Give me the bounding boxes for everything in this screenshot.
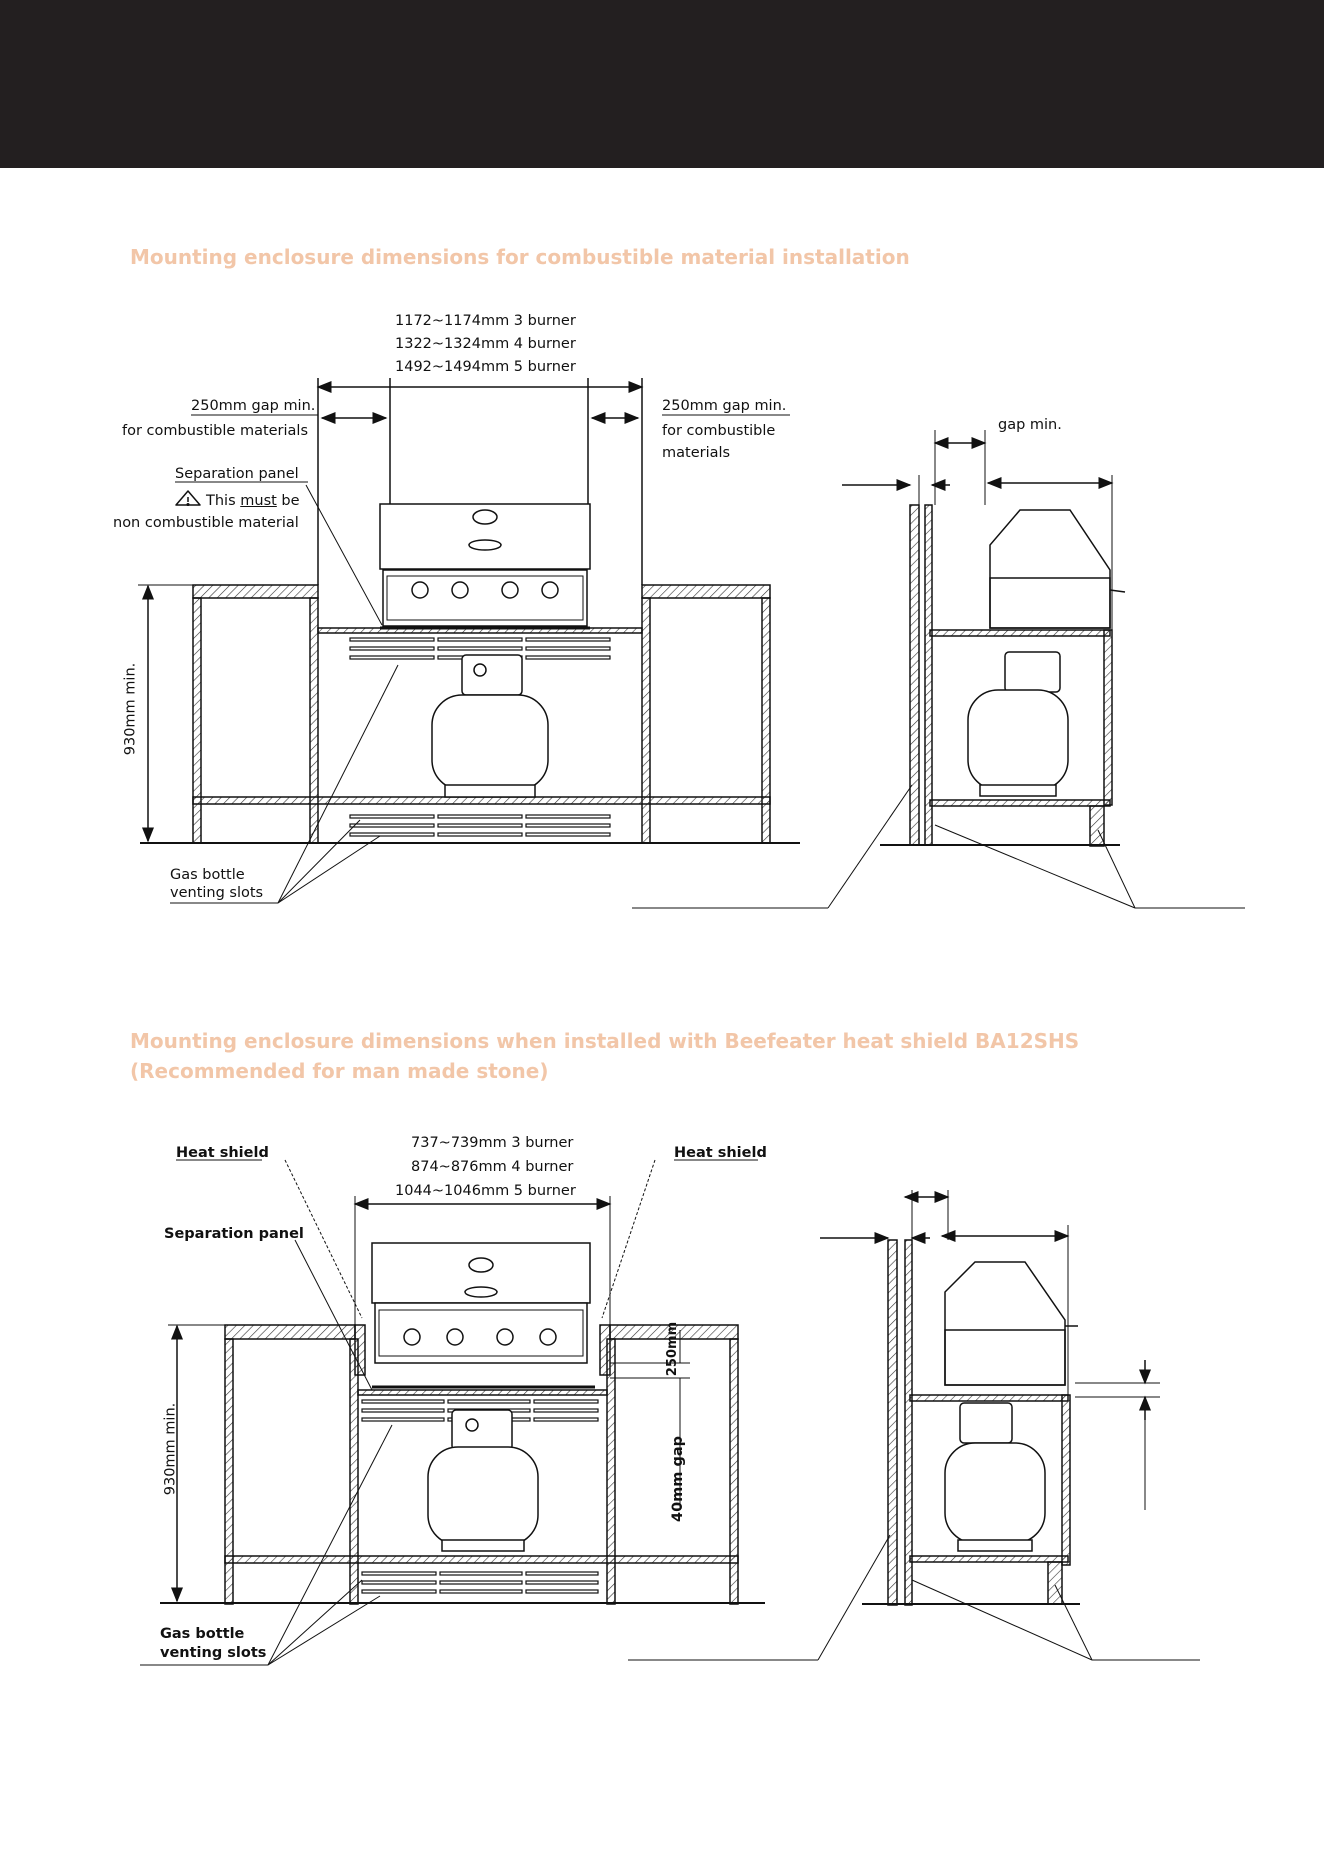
must-suffix: be xyxy=(276,493,300,509)
right-gap-sub2: materials xyxy=(662,445,731,461)
gas-bottle-1 xyxy=(431,654,549,798)
venting-label-1a: Gas bottle xyxy=(170,867,245,883)
right-gap-label: 250mm gap min. xyxy=(662,398,787,414)
left-gap-label: 250mm gap min. xyxy=(191,398,316,414)
must-notice-line2: non combustible material xyxy=(113,515,299,531)
width-line-4-burner: 1322~1324mm 4 burner xyxy=(395,336,576,352)
left-gap-sub: for combustible materials xyxy=(122,423,309,439)
side-view-1 xyxy=(632,430,1245,909)
vent-slots-bottom-2 xyxy=(361,1571,599,1594)
width2-line-3-burner: 737~739mm 3 burner xyxy=(411,1135,574,1151)
separation-panel-label-2: Separation panel xyxy=(164,1226,304,1242)
venting-label-2b: venting slots xyxy=(160,1645,267,1661)
warning-icon xyxy=(175,490,201,507)
must-word: must xyxy=(240,493,277,509)
section2-title-line1: Mounting enclosure dimensions when insta… xyxy=(130,1029,1080,1053)
width-line-3-burner: 1172~1174mm 3 burner xyxy=(395,313,576,329)
separation-panel-label: Separation panel xyxy=(175,466,299,482)
must-notice: This must be xyxy=(206,492,300,510)
heat-shield-left-label: Heat shield xyxy=(176,1145,269,1161)
front-view-2 xyxy=(140,1159,765,1666)
venting-label-1b: venting slots xyxy=(170,885,264,901)
vent-slots-bottom-1 xyxy=(349,814,611,837)
width-line-5-burner: 1492~1494mm 5 burner xyxy=(395,359,576,375)
section2-title-line2: (Recommended for man made stone) xyxy=(130,1059,549,1083)
side-view-2 xyxy=(628,1190,1200,1661)
must-prefix: This xyxy=(206,493,241,509)
gas-bottle-2 xyxy=(427,1409,539,1552)
venting-label-2a: Gas bottle xyxy=(160,1626,245,1642)
front-view-1 xyxy=(138,378,800,904)
side-gap-label: gap min. xyxy=(998,417,1062,433)
section1-title: Mounting enclosure dimensions for combus… xyxy=(130,245,910,269)
heat-shield-right-label: Heat shield xyxy=(674,1145,767,1161)
width2-line-4-burner: 874~876mm 4 burner xyxy=(411,1159,574,1175)
width2-line-5-burner: 1044~1046mm 5 burner xyxy=(395,1183,576,1199)
right-gap-sub1: for combustible xyxy=(662,423,776,439)
header-bar xyxy=(0,0,1324,168)
vent-slots-top-1 xyxy=(349,637,611,660)
